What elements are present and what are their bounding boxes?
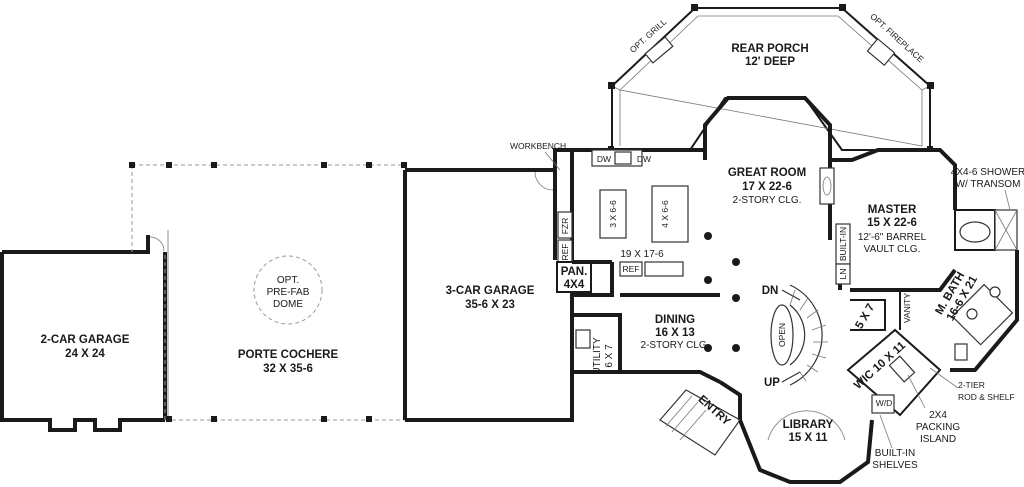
utility-sink-icon	[575, 329, 591, 349]
dome-label-3: DOME	[273, 299, 303, 310]
packing-label-3: ISLAND	[920, 434, 956, 445]
great-room-size: 17 X 22-6	[742, 181, 792, 193]
rear-porch: OPT. GRILL OPT. FIREPLACE REAR PORCH 12'…	[608, 4, 934, 152]
packing-label-1: 2X4	[929, 410, 947, 421]
three-car-garage-name: 3-CAR GARAGE	[446, 285, 535, 297]
great-room: GREAT ROOM 17 X 22-6 2-STORY CLG.	[703, 96, 835, 352]
kitchen-sink-icon	[614, 151, 632, 165]
wd-label: W/D	[876, 398, 893, 408]
workbench-label: WORKBENCH	[510, 141, 566, 151]
dining-name: DINING	[655, 314, 695, 326]
porte-cochere-name: PORTE COCHERE	[238, 349, 339, 361]
master-note-1: 12'-6" BARREL	[858, 232, 927, 243]
ln-label: LN	[838, 269, 848, 280]
two-car-garage-size: 24 X 24	[65, 348, 105, 360]
dw-label-left: DW	[597, 154, 611, 164]
dining-note: 2-STORY CLG.	[641, 340, 710, 351]
island-b-size: 4 X 6-6	[660, 200, 670, 228]
utility: UTILITY 6 X 7	[570, 313, 622, 420]
built-in-label: BUILT-IN	[838, 227, 848, 261]
stair-dn-label: DN	[762, 285, 779, 297]
cooktop-icon	[644, 261, 684, 277]
rear-porch-size: 12' DEEP	[745, 56, 795, 68]
pantry-size: 4X4	[564, 279, 585, 291]
great-room-fireplace-icon	[819, 167, 835, 205]
utility-size: 6 X 7	[604, 344, 615, 368]
kitchen-island-b	[651, 185, 689, 243]
master-size: 15 X 22-6	[867, 217, 917, 229]
dw-label-right: DW	[637, 154, 651, 164]
grill-icon	[644, 36, 674, 64]
utility-name: UTILITY	[592, 337, 603, 375]
ref-label-left: REF	[560, 244, 570, 261]
great-room-name: GREAT ROOM	[728, 167, 806, 179]
staircase: OPEN DN UP	[762, 284, 828, 389]
packing-label-2: PACKING	[916, 422, 960, 433]
entry-name: ENTRY	[696, 393, 733, 428]
tub-icon	[959, 221, 991, 243]
toilet-icon	[954, 343, 968, 361]
master-suite: BUILT-IN LN MASTER 15 X 22-6 12'-6" BARR…	[830, 148, 957, 292]
rod-label-2: ROD & SHELF	[958, 392, 1015, 402]
dome-label-1: OPT.	[277, 275, 299, 286]
dome-label-2: PRE-FAB	[267, 287, 310, 298]
porte-cochere: OPT. PRE-FAB DOME PORTE COCHERE 32 X 35-…	[129, 162, 407, 422]
rod-label-1: 2-TIER	[958, 380, 985, 390]
master-name: MASTER	[868, 204, 917, 216]
two-car-garage: 2-CAR GARAGE 24 X 24	[0, 235, 167, 432]
kitchen-island-a	[599, 189, 627, 239]
shower-label-1: 4X4-6 SHOWER	[951, 167, 1024, 178]
great-room-note: 2-STORY CLG.	[733, 195, 802, 206]
entry: ENTRY	[659, 380, 742, 456]
washer-dryer-icon	[871, 394, 895, 414]
two-car-garage-name: 2-CAR GARAGE	[41, 334, 130, 346]
dining: DINING 16 X 13 2-STORY CLG.	[620, 293, 721, 384]
pantry-name: PAN.	[561, 266, 588, 278]
garage-entry-door-swing	[534, 171, 554, 191]
island-a-size: 3 X 6-6	[608, 200, 618, 228]
shower: 4X4-6 SHOWER W/ TRANSOM	[951, 167, 1024, 251]
three-car-garage-size: 35-6 X 23	[465, 299, 515, 311]
rear-porch-name: REAR PORCH	[731, 43, 808, 55]
dining-size: 16 X 13	[655, 327, 695, 339]
master-note-2: VAULT CLG.	[864, 244, 921, 255]
vanity-label: VANITY	[902, 293, 912, 323]
built-in-shelves-label-2: SHELVES	[872, 460, 918, 471]
master-bath: M. BATH 16-6 X 21 VANITY 5 X 7	[850, 250, 1019, 372]
bath-sink-icon	[966, 308, 978, 320]
library-size: 15 X 11	[788, 432, 828, 444]
stair-up-label: UP	[764, 377, 780, 389]
garage-door-swing	[149, 236, 165, 252]
ref-label-bottom: REF	[623, 264, 640, 274]
three-car-garage: 3-CAR GARAGE 35-6 X 23 WORKBENCH	[403, 141, 574, 422]
shower-label-2: W/ TRANSOM	[956, 179, 1021, 190]
porte-cochere-size: 32 X 35-6	[263, 363, 313, 375]
library-name: LIBRARY	[783, 419, 834, 431]
fireplace-icon	[866, 37, 896, 67]
fzr-label: FZR	[560, 218, 570, 235]
five-x-seven-label: 5 X 7	[853, 302, 877, 331]
pre-fab-dome	[253, 255, 323, 325]
library: LIBRARY 15 X 11	[738, 410, 874, 484]
built-in-shelves-label-1: BUILT-IN	[875, 448, 915, 459]
kitchen-size: 19 X 17-6	[620, 249, 664, 260]
pantry: PAN. 4X4	[556, 261, 592, 293]
stair-open-label: OPEN	[777, 323, 787, 347]
